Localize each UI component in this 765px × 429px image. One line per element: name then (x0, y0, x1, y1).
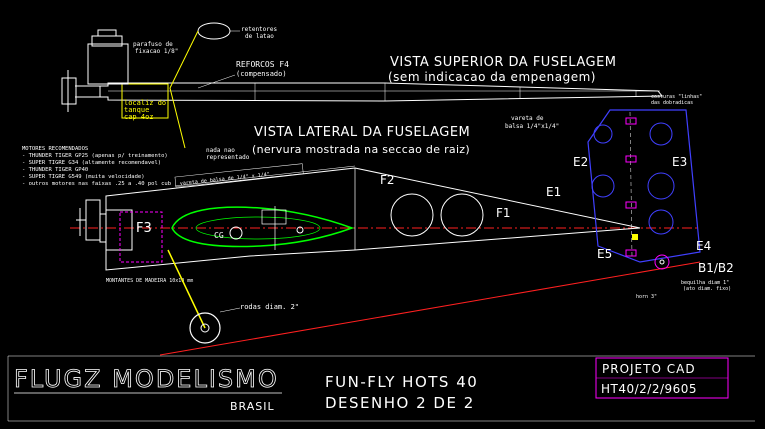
part-label-b1b2: B1/B2 (698, 261, 734, 275)
part-label-e2: E2 (573, 155, 588, 169)
hinge-line (629, 111, 633, 257)
part-label-e3: E3 (672, 155, 687, 169)
company-name: FLUGZ MODELISMO (14, 365, 279, 393)
model-name: FUN-FLY HOTS 40 (325, 373, 478, 391)
engine-item: - SUPER TIGRE G549 (muita velocidade) (22, 174, 145, 180)
retainer-label-2: de latao (245, 33, 274, 40)
leader-line (197, 74, 236, 89)
engine-item: - THUNDER TIGER GP40 (22, 167, 88, 173)
retainer-shape (197, 22, 231, 40)
top-view-brace-line (169, 30, 199, 89)
horn-label: horn 3" (636, 294, 657, 300)
main-wheel-hub (200, 323, 210, 333)
wing-rib-airfoil (171, 206, 355, 248)
landing-gear-leg (167, 249, 206, 329)
tailwheel-label-1: bequilha diam 1" (681, 280, 729, 286)
stab-hole (591, 174, 615, 198)
wing-dowel (296, 226, 304, 234)
part-label-e1: E1 (546, 185, 561, 199)
stab-hole (647, 172, 675, 200)
retainer-label-1: retentores (241, 26, 278, 33)
stringer-label-1: vareta de (511, 115, 544, 122)
tail-wheel-hub (659, 259, 665, 265)
main-wheel (189, 312, 221, 344)
hinge-mark (625, 155, 637, 163)
servo-outline (261, 209, 287, 225)
cg-symbol (229, 226, 243, 240)
top-view-title: VISTA SUPERIOR DA FUSELAGEM (390, 55, 617, 70)
tailwheel-label-2: (ato diam. fixo) (683, 286, 731, 292)
wheels-label: rodas diam. 2" (240, 303, 299, 311)
part-label-f2: F2 (380, 173, 395, 187)
sheet-number: DESENHO 2 DE 2 (325, 394, 475, 412)
company-country: BRASIL (230, 400, 275, 413)
part-label-f1: F1 (496, 206, 511, 220)
side-view-subtitle: (nervura mostrada na seccao de raiz) (252, 143, 470, 156)
hinge-mark (625, 249, 637, 257)
not-shown-label-1: nada nao (206, 147, 235, 154)
tail-wheel (654, 254, 670, 270)
tank-label-2: tanque (124, 106, 149, 114)
fuel-tank-outline (121, 83, 169, 119)
engines-note: MOTORES RECOMENDADOS - THUNDER TIGER GP2… (22, 146, 171, 187)
balsa-rod-label-box (174, 163, 304, 188)
engine-side-view (76, 199, 101, 241)
engine-item: - SUPER TIGRE G34 (altamente recomendave… (22, 160, 161, 166)
side-view-title: VISTA LATERAL DA FUSELAGEM (254, 125, 470, 140)
project-code: HT40/2/2/9605 (601, 382, 697, 396)
engine-item: - outros motores nas faixas .25 a .40 po… (22, 181, 171, 187)
project-label: PROJETO CAD (602, 362, 696, 376)
longeron-line (174, 165, 356, 187)
control-horn (632, 234, 638, 240)
ground-line (159, 261, 701, 356)
stab-hole (649, 122, 673, 146)
engines-heading: MOTORES RECOMENDADOS (22, 146, 88, 152)
part-label-e5: E5 (597, 247, 612, 261)
firewall-label-2: fixacao 1/8" (135, 48, 178, 55)
stabilizer-outline (587, 109, 701, 263)
side-view-group: VISTA LATERAL DA FUSELAGEM (nervura most… (70, 94, 734, 356)
plywood-doubler (119, 211, 163, 263)
stringer-label-2: balsa 1/4"x1/4" (505, 123, 559, 130)
reinforce-label-1: REFORCOS F4 (236, 60, 289, 69)
wing-rib-inner (195, 216, 321, 240)
hinge-label-1: costuras "linhas" (651, 94, 702, 100)
engine-item: - THUNDER TIGER GP25 (apenas p/ treiname… (22, 153, 168, 159)
engine-top-view (61, 29, 129, 112)
stab-hole (648, 209, 674, 235)
cg-label: CG (214, 231, 224, 240)
reinforce-label-2: (compensado) (236, 70, 287, 78)
leader-line (219, 307, 241, 313)
top-view-subtitle: (sem indicacao da empenagem) (388, 70, 596, 84)
lightening-hole (390, 193, 434, 237)
hinge-label-2: das dobradicas (651, 100, 693, 106)
stab-hole (593, 124, 613, 144)
title-block: FLUGZ MODELISMO BRASIL FUN-FLY HOTS 40 D… (7, 355, 755, 422)
part-label-e4: E4 (696, 239, 711, 253)
tank-label-3: cap 4oz (124, 113, 154, 121)
top-view-fuselage-outline (99, 82, 664, 102)
not-shown-label-2: representado (206, 154, 250, 161)
lightening-hole (440, 193, 484, 237)
plywood-label: MONTANTES DE MADEIRA 10x10 mm (106, 278, 193, 284)
top-view-brace-line (169, 87, 186, 149)
tank-label-1: localiz do (124, 99, 166, 107)
hinge-mark (625, 201, 637, 209)
hinge-mark (625, 117, 637, 125)
firewall-label-1: parafuso de (133, 41, 173, 48)
firewall-f3 (105, 209, 133, 251)
part-label-f3: F3 (136, 221, 152, 236)
top-view-group: localiz do tanque cap 4oz retentores de … (61, 22, 664, 149)
